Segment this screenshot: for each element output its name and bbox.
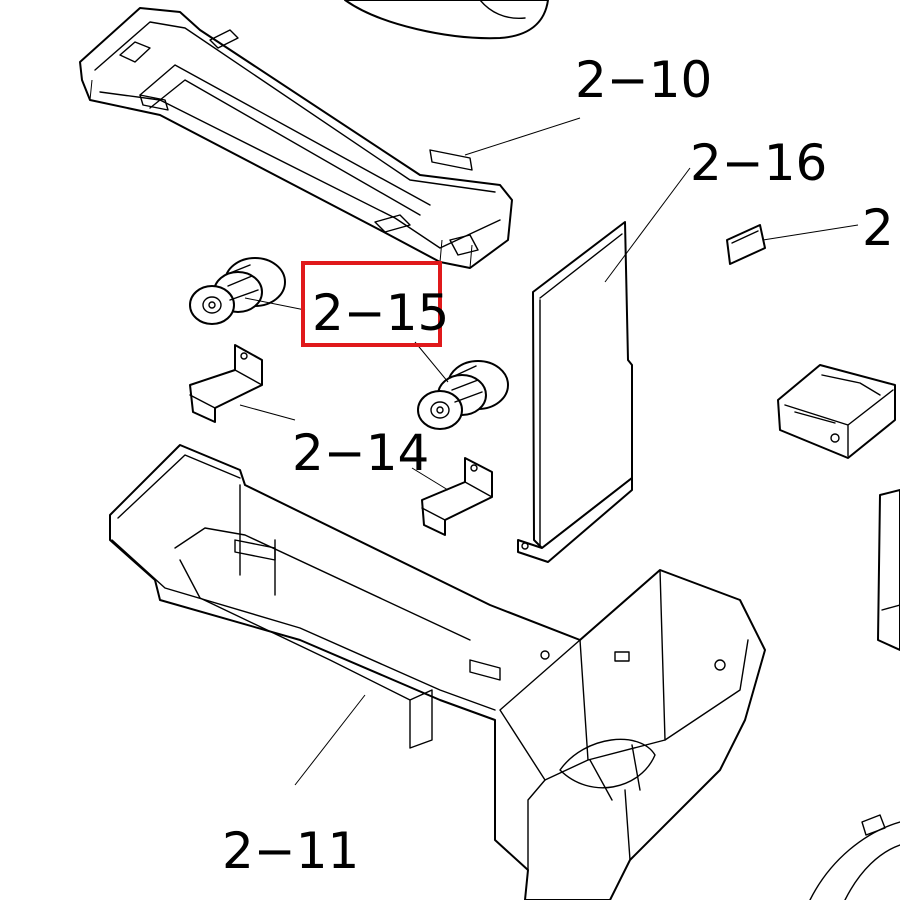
part-2-15-spool-lower bbox=[417, 360, 509, 430]
callout-2-10: 2−10 bbox=[575, 51, 712, 109]
part-2-10-tray bbox=[79, 7, 513, 269]
leader-2-10 bbox=[464, 117, 581, 156]
leader-2-partial bbox=[762, 224, 859, 241]
leader-2-15-b bbox=[414, 341, 449, 383]
part-right-bottom-arc bbox=[809, 814, 900, 900]
part-2-15-spool-upper bbox=[189, 257, 286, 325]
part-small-label bbox=[726, 224, 766, 265]
leader-2-14-a bbox=[239, 404, 296, 421]
callout-2-14: 2−14 bbox=[292, 424, 429, 482]
leader-2-14-b bbox=[411, 467, 449, 491]
callout-2-11: 2−11 bbox=[222, 822, 359, 880]
top-cropped-part bbox=[344, 0, 549, 40]
callout-2-15: 2−15 bbox=[312, 284, 449, 342]
part-right-box bbox=[777, 364, 896, 459]
part-2-11-base bbox=[109, 444, 766, 900]
callout-2-15-highlight-box bbox=[301, 261, 442, 347]
part-2-14-bracket-lower bbox=[421, 457, 493, 536]
leader-2-16 bbox=[604, 167, 691, 283]
part-right-edge bbox=[877, 489, 900, 651]
callout-2-16: 2−16 bbox=[690, 134, 827, 192]
leader-2-15-a bbox=[244, 297, 306, 311]
leader-2-11 bbox=[294, 694, 366, 786]
part-2-14-bracket-upper bbox=[189, 344, 263, 423]
part-2-16-plate bbox=[517, 221, 633, 563]
callout-2-partial: 2 bbox=[862, 199, 894, 257]
